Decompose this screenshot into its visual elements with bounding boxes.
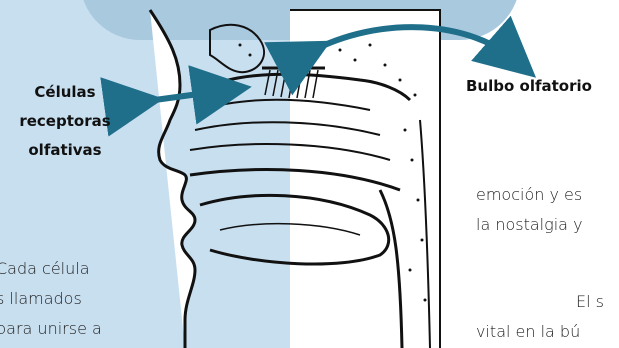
- label-line: receptoras: [6, 107, 124, 136]
- right-body-text-bottom: El s vital en la bú: [476, 287, 604, 347]
- text-line: la nostalgia y: [476, 210, 583, 240]
- text-line: emoción y es: [476, 180, 583, 210]
- cells-arrow: [140, 90, 228, 102]
- left-body-text: Cada célula s llamados para unirse a: [0, 254, 102, 344]
- text-line: El s: [476, 287, 604, 317]
- text-line: Cada célula: [0, 254, 102, 284]
- text-line: para unirse a: [0, 314, 102, 344]
- olfactory-bulb-label: Bulbo olfatorio: [466, 72, 619, 101]
- label-line: olfativas: [6, 136, 124, 165]
- bulb-arrow: [310, 27, 518, 62]
- label-line: Células: [6, 78, 124, 107]
- right-body-text-top: emoción y es la nostalgia y: [476, 180, 583, 240]
- olfactory-receptor-cells-label: Células receptoras olfativas: [6, 78, 124, 165]
- text-line: s llamados: [0, 284, 102, 314]
- text-line: vital en la bú: [476, 317, 604, 347]
